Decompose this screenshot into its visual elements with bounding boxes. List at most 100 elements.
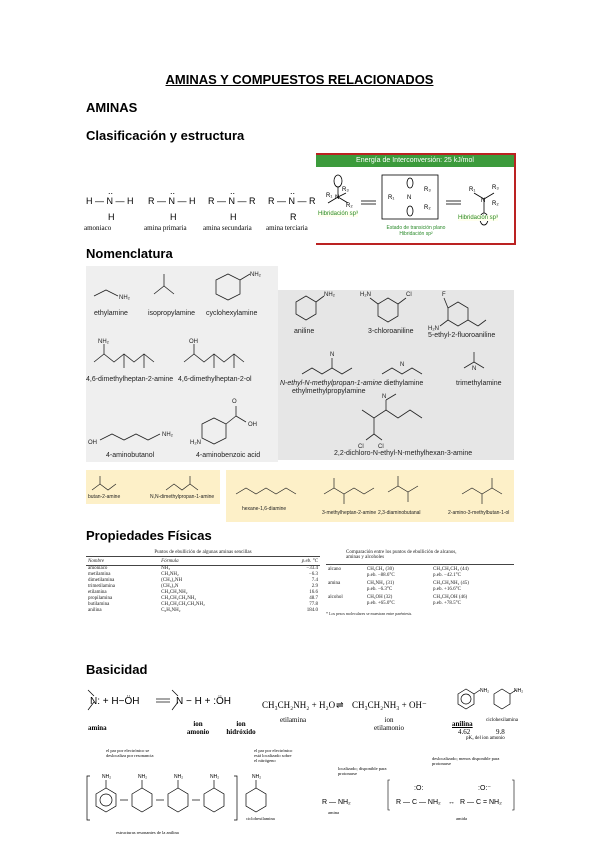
amine-amide-section: localizado; disponible para protonarse d… [320, 756, 515, 826]
section-nomenclatura: Nomenclatura [86, 246, 173, 261]
resonance-section: el par por electrónico se deslocaliza po… [86, 748, 292, 840]
name-ethylmethylpropanamine: N-ethyl-N-methylpropan-1-amine [280, 380, 382, 387]
r-f: F [442, 292, 446, 298]
r-n-1: N [330, 352, 334, 358]
nomenclature-left-svg: NH₂ NH₂ NH₂ OH OH NH₂ H₂N O OH [88, 272, 262, 446]
label-etilamina: etilamina [280, 716, 307, 724]
t1-h-nombre: Nombre [88, 559, 104, 564]
r-cl-1: Cl [406, 292, 412, 298]
svg-text:NH₂: NH₂ [210, 774, 219, 780]
table-cell: 184.0 [306, 608, 318, 613]
interconversion-panel: Energía de Interconversión: 25 kJ/mol R₁… [316, 153, 516, 245]
table-cell: dimetilamina [88, 578, 115, 583]
svg-text:NH₂: NH₂ [514, 688, 523, 694]
bottom-right-svg [235, 476, 503, 504]
name-ethylamine: ethylamine [94, 310, 128, 317]
group-nh2-3: NH₂ [98, 339, 110, 345]
amine-structures-svg: H — N — H..H R — N — H..H R — N — R..H R… [86, 186, 316, 222]
amine-amide-svg: R — NH₂ R — C — NH₂ R — C = NH₂ ↔ :O: :O… [322, 779, 515, 811]
table-cell: 48.7 [309, 596, 318, 601]
nomenclature-left-panel: NH₂ NH₂ NH₂ OH OH NH₂ H₂N O OH ethylamin… [86, 266, 278, 462]
r-cl-3: Cl [378, 444, 384, 450]
name-butanamine: butan-2-amine [88, 494, 121, 500]
section-basicidad: Basicidad [86, 662, 148, 677]
svg-text:H — N — H: H — N — H [86, 196, 134, 206]
table-cell: −6.3 [308, 572, 318, 577]
eq-left: CH₃CH₂NH₂ + H₂O [262, 700, 336, 710]
table-cell-line: CH₃OH (32) [366, 595, 393, 600]
table-cell: CH₃CH₂CH₂NH₂ [161, 596, 197, 601]
label-ion-hidroxido: ion hidróxido [226, 720, 256, 736]
svg-text:R₃: R₃ [492, 185, 499, 191]
svg-text:H: H [230, 212, 237, 222]
r-h2n-1: H₂N [360, 292, 371, 298]
svg-text:NH₂: NH₂ [252, 774, 261, 780]
name-hexanediamine: hexane-1,6-diamine [242, 506, 287, 512]
table2-note: * Los pesos moleculares se muestran entr… [326, 611, 413, 616]
name-aniline: aniline [294, 328, 315, 335]
svg-text::O:: :O: [414, 785, 423, 792]
svg-text:R₃: R₃ [424, 187, 431, 193]
table-cell: amoníaco [88, 566, 108, 571]
table-cell-line: p.eb. −6.3°C [366, 587, 393, 592]
label-anilina: anilina [452, 720, 473, 728]
table-cell-line: alcohol [328, 595, 343, 600]
svg-text:..: .. [290, 186, 295, 196]
eq-arrows: ⇌ [336, 700, 344, 710]
t1-h-formula: Fórmula [161, 559, 179, 564]
group-h2n: H₂N [190, 440, 201, 446]
bottom-left-svg [91, 476, 199, 491]
table-cell: CH₃NH₂ [161, 572, 179, 577]
table-cell-line: p.eb. +65.0°C [366, 601, 395, 606]
svg-text:N: N [335, 195, 339, 201]
table-cell: alcohol [326, 593, 365, 607]
nomenclature-bottom-right: hexane-1,6-diamine 3-methylheptan-2-amin… [226, 470, 514, 522]
table-cell: anilina [88, 608, 102, 613]
svg-text:N − H + :ÖH: N − H + :ÖH [176, 695, 231, 707]
svg-text:..: .. [170, 186, 175, 196]
deslocalizado-note: deslocalizado; menos disponible para pro… [432, 756, 500, 766]
table-cell: 77.8 [309, 602, 318, 607]
table2-caption: Comparación entre los puntos de ebullici… [346, 550, 457, 560]
table-cell: (CH₃)₃N [161, 584, 179, 589]
svg-text:NH₂: NH₂ [480, 688, 489, 694]
pkb-label: pKₐ del ion amonio [466, 736, 505, 741]
group-oh-1: OH [189, 339, 198, 345]
svg-text:R: R [290, 212, 297, 222]
svg-text:R₁: R₁ [388, 195, 394, 201]
ciclo-pkb: 9.8 [496, 728, 505, 736]
svg-text:R — C = NH₂: R — C = NH₂ [460, 799, 502, 806]
svg-text:NH₂: NH₂ [174, 774, 183, 780]
label-amina2: amina [328, 810, 339, 815]
name-ethylfluoroaniline: 5-ethyl-2-fluoroaniline [428, 332, 496, 339]
table-cell: 7.4 [311, 578, 318, 583]
label-amoniaco: amoniaco [84, 224, 112, 232]
page-title: AMINAS Y COMPUESTOS RELACIONADOS [165, 72, 434, 87]
name-isopropylamine: isopropylamine [148, 310, 196, 317]
name-aminobenzoic-acid: 4-aminobenzoic acid [196, 452, 261, 459]
svg-text:R₂: R₂ [424, 205, 431, 211]
table-cell: CH₃CH₂CH₂CH₂NH₂ [161, 602, 205, 607]
amine-water-eq-svg: N: + H−ÖH N − H + :ÖH [87, 689, 231, 711]
deloc-note: el par por electrónico se deslocaliza po… [106, 748, 154, 758]
group-oh-3: OH [248, 422, 257, 428]
table-cell: butilamina [88, 602, 110, 607]
svg-text:H: H [108, 212, 115, 222]
table-cell: CH₃CH₂NH₂ (45)p.eb. +16.6°C [431, 579, 514, 593]
aniline-cyclohexyl-svg: NH₂ NH₂ [457, 688, 523, 710]
table-cell-line: amina [328, 581, 341, 586]
name-dimethylpropanamine: N,N-dimethylpropan-1-amine [150, 494, 215, 500]
svg-text:R₃: R₃ [342, 187, 349, 193]
svg-text:R₁: R₁ [469, 187, 475, 193]
svg-text:R — C — NH₂: R — C — NH₂ [396, 799, 441, 806]
name-chloroaniline: 3-chloroaniline [368, 328, 414, 335]
svg-text::O:⁻: :O:⁻ [478, 785, 491, 792]
